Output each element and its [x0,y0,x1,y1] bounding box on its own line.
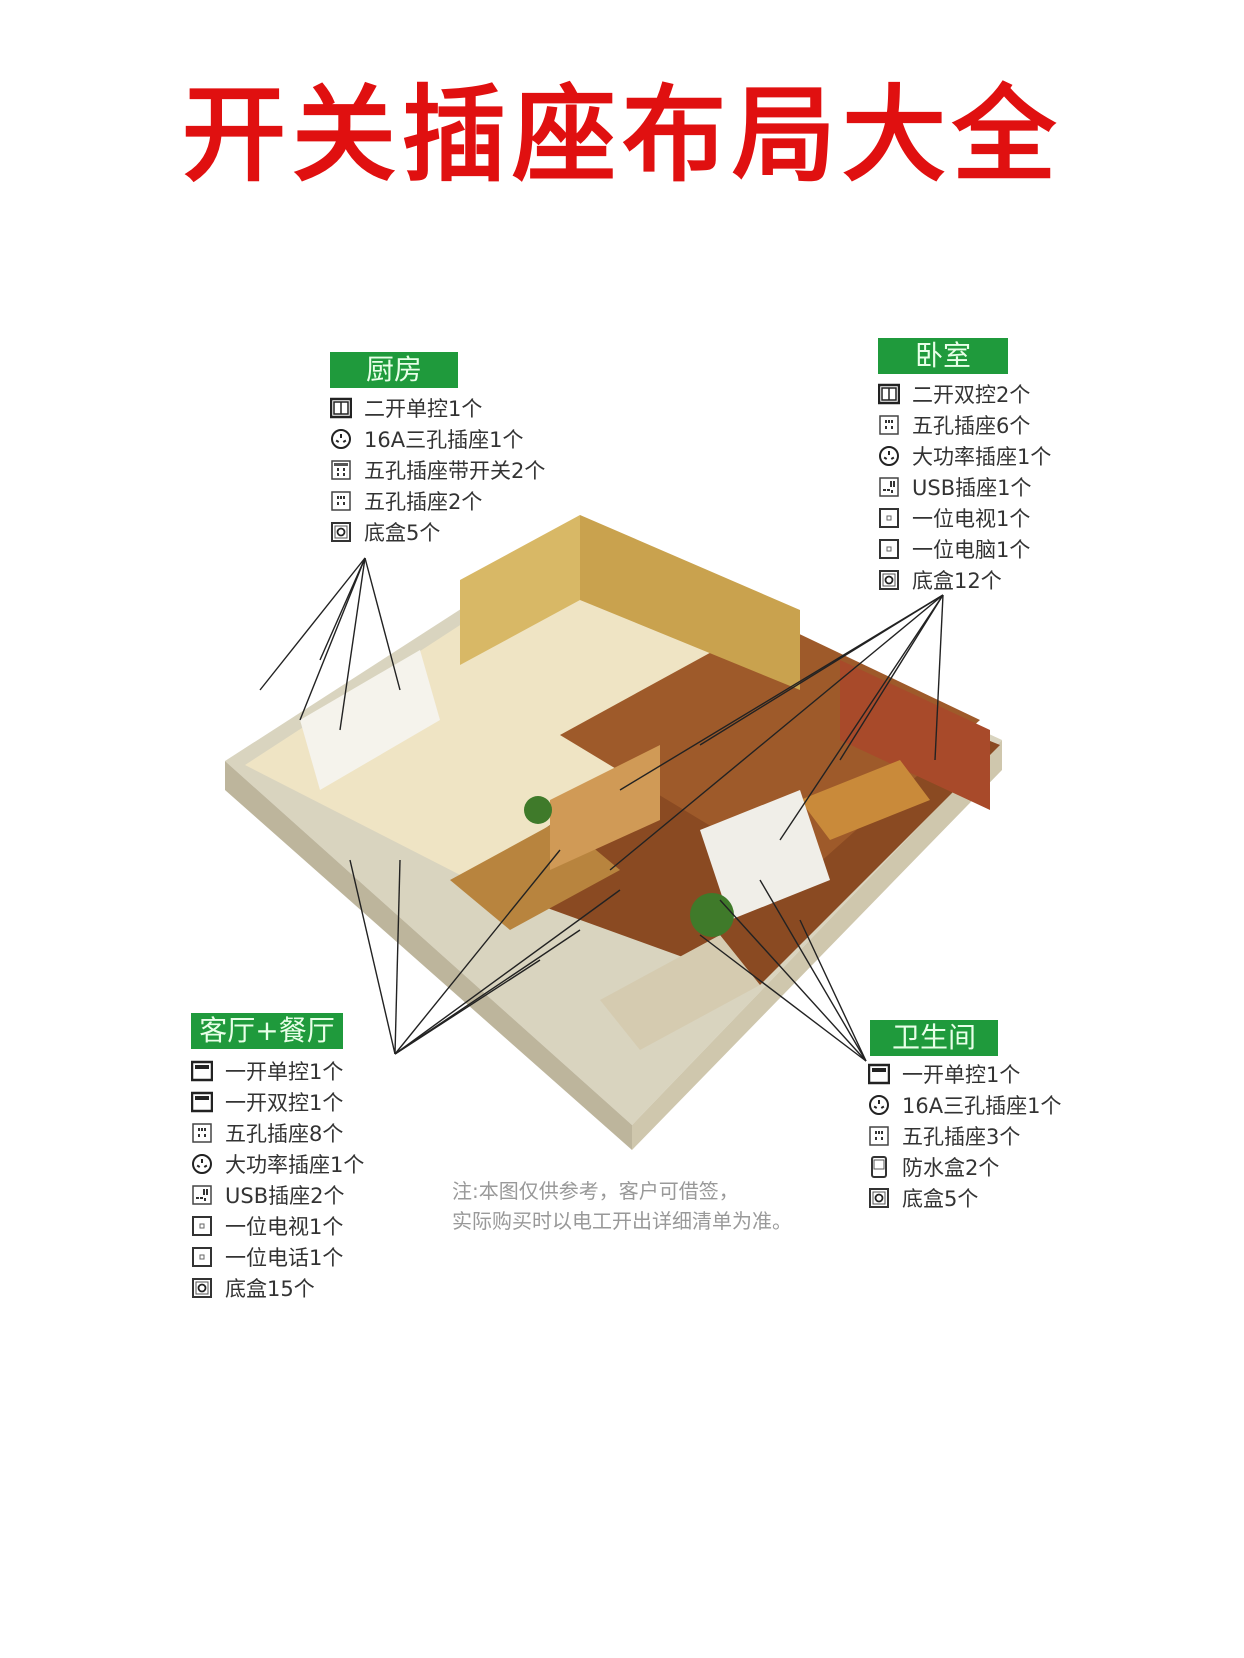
single-port-socket-icon [192,1246,212,1267]
legend-item: USB插座2个 [191,1179,364,1210]
legend-item-label: 二开单控1个 [364,396,483,421]
legend-item: 大功率插座1个 [878,440,1051,471]
legend-item-label: 大功率插座1个 [912,444,1052,469]
double-switch-icon [330,397,352,418]
waterproof-box-icon [871,1155,887,1178]
three-pin-socket-icon [869,1094,889,1115]
bathroom-legend: 卫生间 一开单控1个 16A三孔插座1个五孔插座3个防水盒2个底盒5个 [868,1020,1061,1213]
legend-item: 防水盒2个 [868,1151,1061,1182]
usb-socket-icon [879,476,899,497]
legend-item-label: 一开双控1个 [225,1090,344,1115]
legend-item: 一位电视1个 [191,1210,364,1241]
five-pin-socket-icon [879,414,899,435]
legend-item: 五孔插座带开关2个 [330,454,545,485]
single-port-socket-icon [879,507,899,528]
legend-item: 底盒15个 [191,1272,364,1303]
back-box-icon [869,1187,889,1208]
legend-item: 一位电脑1个 [878,533,1051,564]
legend-item: 五孔插座8个 [191,1117,364,1148]
legend-item-label: 五孔插座8个 [225,1121,344,1146]
legend-item-label: 底盒5个 [364,520,441,545]
legend-item: 一开单控1个 [868,1058,1061,1089]
single-switch-icon [868,1063,890,1084]
bedroom-header: 卧室 [878,338,1008,374]
legend-item: 五孔插座2个 [330,485,545,516]
page-title: 开关插座布局大全 [181,74,1062,196]
legend-item: 16A三孔插座1个 [868,1089,1061,1120]
legend-item-label: USB插座2个 [225,1183,345,1208]
legend-item-label: 防水盒2个 [902,1155,1000,1180]
legend-item: 一开单控1个 [191,1055,364,1086]
legend-item-label: 一位电视1个 [225,1214,344,1239]
legend-item-label: 一位电脑1个 [912,537,1031,562]
note-line-1: 注:本图仅供参考，客户可借签， [452,1179,739,1203]
kitchen-legend: 厨房 二开单控1个 16A三孔插座1个五孔插座带开关2个五孔插座2个底盒5个 [330,352,545,547]
living-pointer-lines [349,849,621,1055]
five-pin-socket-icon [192,1122,212,1143]
legend-item: 五孔插座6个 [878,409,1051,440]
legend-item-label: 五孔插座带开关2个 [364,458,546,483]
back-box-icon [331,521,351,542]
disclaimer-note: 注:本图仅供参考，客户可借签， 实际购买时以电工开出详细清单为准。 [452,1176,792,1236]
back-box-icon [192,1277,212,1298]
three-pin-socket-icon [192,1153,212,1174]
legend-item-label: 一开单控1个 [902,1062,1021,1087]
legend-item-label: USB插座1个 [912,475,1032,500]
kitchen-pointer-lines [259,557,401,731]
kitchen-header: 厨房 [330,352,458,388]
legend-item-label: 16A三孔插座1个 [902,1093,1062,1118]
legend-item-label: 一位电视1个 [912,506,1031,531]
legend-item-label: 五孔插座6个 [912,413,1031,438]
legend-item-label: 底盒5个 [902,1186,979,1211]
house-3d-model [225,515,1002,1150]
living-dining-header: 客厅+餐厅 [191,1013,343,1049]
legend-item: 五孔插座3个 [868,1120,1061,1151]
bedroom-pointer-lines [609,594,944,871]
legend-item: 底盒12个 [878,564,1051,595]
legend-item-label: 一开单控1个 [225,1059,344,1084]
legend-item-label: 五孔插座2个 [364,489,483,514]
legend-item: 16A三孔插座1个 [330,423,545,454]
legend-item: 一位电话1个 [191,1241,364,1272]
legend-item: 一开双控1个 [191,1086,364,1117]
legend-item: 二开单控1个 [330,392,545,423]
three-pin-socket-icon [331,428,351,449]
legend-item: 底盒5个 [868,1182,1061,1213]
bathroom-header: 卫生间 [870,1020,998,1056]
legend-item: 一位电视1个 [878,502,1051,533]
legend-item-label: 底盒15个 [225,1276,315,1301]
legend-item: USB插座1个 [878,471,1051,502]
single-port-socket-icon [192,1215,212,1236]
bedroom-legend: 卧室 二开双控2个五孔插座6个大功率插座1个 USB插座1个一位电视1个一位电脑1… [878,338,1051,595]
single-switch-icon [191,1091,213,1112]
back-box-icon [879,569,899,590]
five-pin-socket-switch-icon [331,459,351,480]
legend-item-label: 大功率插座1个 [225,1152,365,1177]
five-pin-socket-icon [331,490,351,511]
usb-socket-icon [192,1184,212,1205]
living-dining-legend: 客厅+餐厅 一开单控1个一开双控1个五孔插座8个大功率插座1个 USB插座2个一位… [191,1013,364,1303]
legend-item-label: 二开双控2个 [912,382,1031,407]
legend-item: 二开双控2个 [878,378,1051,409]
single-switch-icon [191,1060,213,1081]
legend-item-label: 五孔插座3个 [902,1124,1021,1149]
legend-item-label: 16A三孔插座1个 [364,427,524,452]
legend-item: 底盒5个 [330,516,545,547]
double-switch-icon [878,383,900,404]
legend-item: 大功率插座1个 [191,1148,364,1179]
bathroom-pointer-lines [699,879,867,1062]
legend-item-label: 底盒12个 [912,568,1002,593]
note-line-2: 实际购买时以电工开出详细清单为准。 [452,1209,792,1233]
three-pin-socket-icon [879,445,899,466]
legend-item-label: 一位电话1个 [225,1245,344,1270]
five-pin-socket-icon [869,1125,889,1146]
single-port-socket-icon [879,538,899,559]
